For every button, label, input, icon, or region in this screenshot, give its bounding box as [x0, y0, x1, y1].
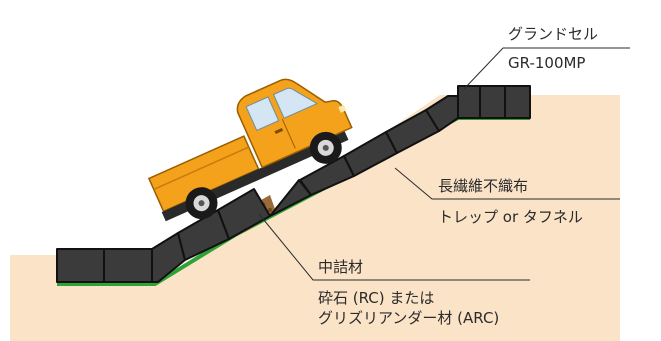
label-geotextile: 長繊維不織布 [438, 177, 528, 195]
leader-infill [258, 213, 530, 281]
leader-geotextile [394, 167, 620, 200]
truck-rear-wheel [185, 187, 218, 220]
truck [147, 78, 353, 222]
leader-ground-cell [463, 47, 630, 90]
ground-cell [504, 85, 531, 119]
label-infill-desc-2: グリズリアンダー材 (ARC) [318, 309, 499, 327]
label-geotextile-product: トレップ or タフネル [438, 208, 583, 226]
truck-side-window [245, 96, 280, 132]
ground-cell [56, 248, 105, 283]
ground-cell-row [56, 85, 531, 283]
label-ground-cell-model: GR-100MP [508, 54, 585, 72]
leader-lines [258, 47, 630, 281]
label-infill-desc-1: 砕石 (RC) または [318, 289, 434, 307]
ground-cell [103, 248, 153, 283]
label-infill: 中詰材 [318, 258, 363, 276]
label-ground-cell: グランドセル [508, 25, 598, 43]
truck-windshield [272, 87, 319, 119]
ground-cell [479, 85, 506, 119]
ground-cell [151, 232, 186, 283]
truck-front-wheel [309, 131, 342, 164]
ground-cell [457, 85, 481, 119]
